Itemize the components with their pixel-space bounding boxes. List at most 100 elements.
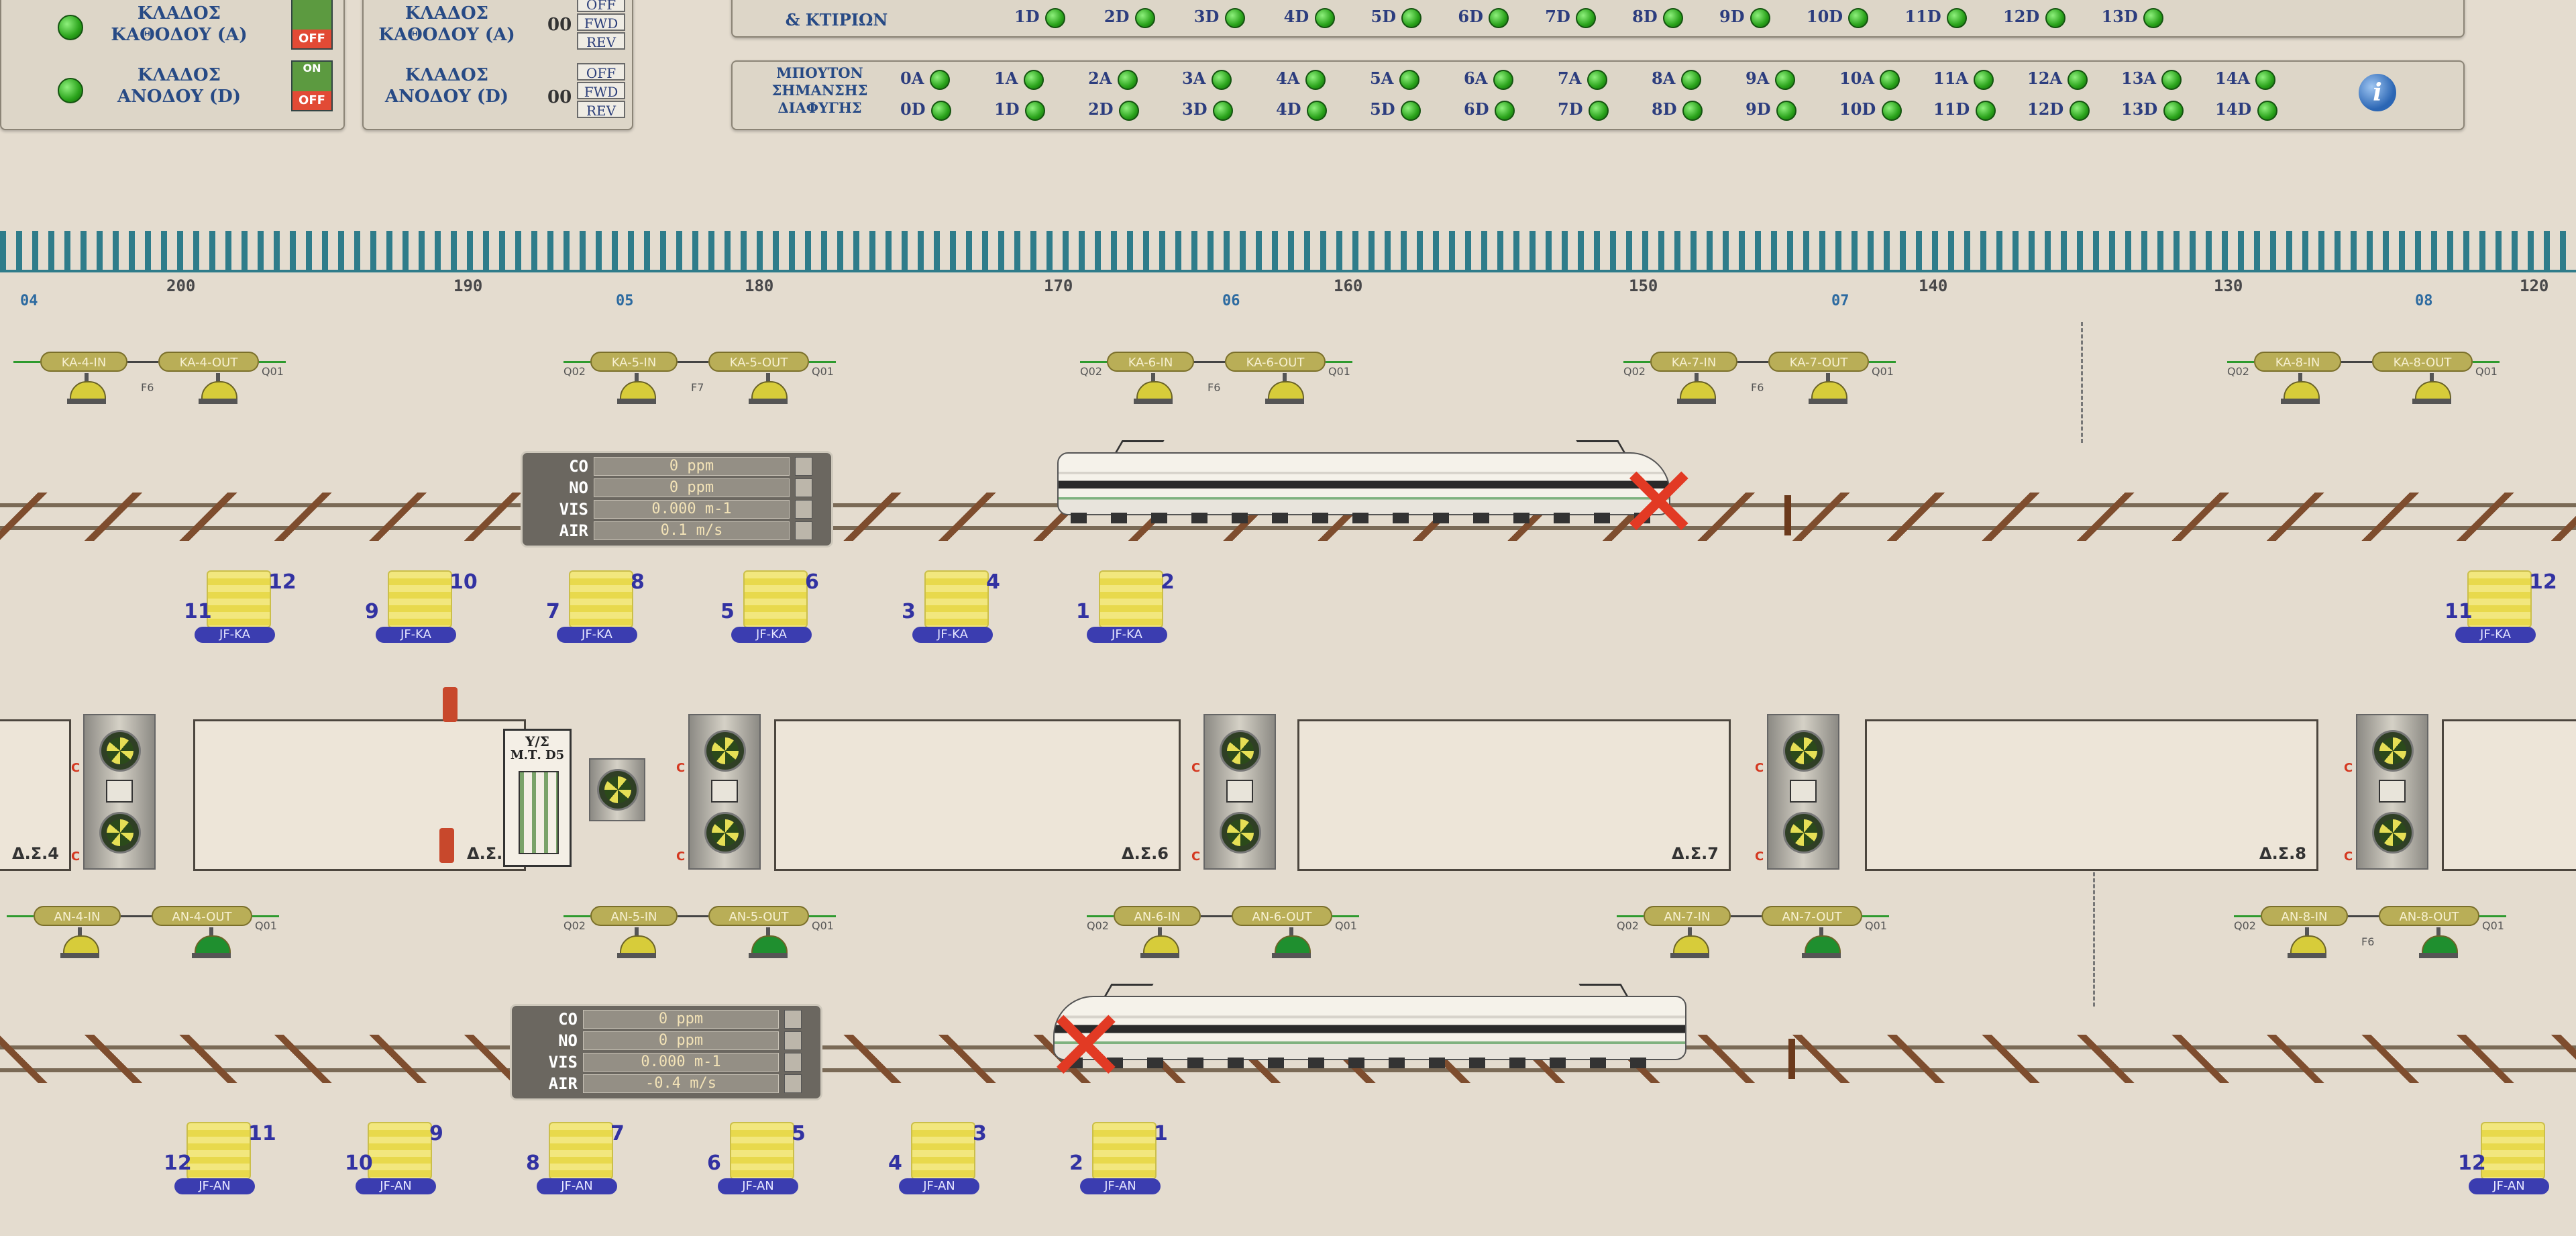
train-upper[interactable] [1057,440,1681,529]
escape-button-d[interactable]: 4D [1276,99,1360,121]
jet-fan-unit[interactable]: JF-KA [912,570,993,646]
jet-fan-unit[interactable]: JF-AN [2469,1122,2549,1197]
jet-fan-unit[interactable]: JF-KA [376,570,456,646]
escape-button-a[interactable]: 3A [1182,68,1267,90]
escape-button-d[interactable]: 13D [2121,99,2206,121]
jet-fan-unit[interactable]: JF-KA [195,570,275,646]
escape-button-a[interactable]: 9A [1746,68,1830,90]
station-box[interactable] [1865,719,2318,871]
escape-button-top[interactable]: 6D [1458,7,1509,28]
lamp-stem [2305,927,2309,937]
escape-button-d[interactable]: 3D [1182,99,1267,121]
escape-button-d[interactable]: 7D [1558,99,1642,121]
station-box[interactable] [0,719,71,871]
lamp-stem [635,373,639,382]
station-box[interactable] [774,719,1181,871]
fire-valve-icon [439,828,454,863]
escape-button-a[interactable]: 12A [2027,68,2112,90]
no-scroll[interactable] [784,1031,802,1050]
escape-button-a[interactable]: 1A [994,68,1079,90]
branch-a-rev-button[interactable]: REV [577,32,625,50]
jet-fan-unit[interactable]: JF-KA [731,570,812,646]
escape-button-top[interactable]: 2D [1104,7,1155,28]
escape-button-top[interactable]: 10D [1807,7,1869,28]
lamp-connector [2234,915,2261,917]
escape-button-a[interactable]: 13A [2121,68,2206,90]
escape-button-top[interactable]: 11D [1904,7,1968,28]
branch-a-fwd-button[interactable]: FWD [577,13,625,32]
jet-fan-unit[interactable]: JF-AN [718,1122,798,1197]
jet-fan-unit[interactable]: JF-AN [174,1122,255,1197]
escape-button-d[interactable]: 11D [1933,99,2018,121]
ventilation-fan-unit[interactable] [2356,714,2428,870]
escape-button-d[interactable]: 8D [1652,99,1736,121]
air-scroll[interactable] [795,521,812,540]
info-icon[interactable]: i [2359,74,2396,111]
station-box[interactable] [193,719,526,871]
escape-button-a[interactable]: 2A [1088,68,1173,90]
escape-button-a[interactable]: 8A [1652,68,1736,90]
jet-fan-unit[interactable]: JF-AN [899,1122,979,1197]
escape-button-d[interactable]: 9D [1746,99,1830,121]
station-box[interactable] [2442,719,2576,871]
jet-fan-unit[interactable]: JF-KA [1087,570,1167,646]
ventilation-fan-unit[interactable] [1203,714,1276,870]
vis-scroll[interactable] [795,500,812,519]
escape-button-top[interactable]: 4D [1284,7,1335,28]
escape-button-top[interactable]: 12D [2003,7,2065,28]
escape-button-top[interactable]: 3D [1194,7,1245,28]
escape-button-d[interactable]: 14D [2215,99,2300,121]
escape-button-top[interactable]: 7D [1545,7,1597,28]
lamp-connector [2341,361,2372,363]
transformer-fan-unit[interactable] [589,758,645,821]
escape-button-a[interactable]: 14A [2215,68,2300,90]
escape-button-a[interactable]: 5A [1370,68,1454,90]
jet-fan-unit[interactable]: JF-AN [537,1122,617,1197]
branch-a-off-button[interactable]: OFF [577,0,625,13]
lamp-base [1802,953,1841,958]
escape-button-d[interactable]: 12D [2027,99,2112,121]
escape-button-d[interactable]: 1D [994,99,1079,121]
jet-fan-tag: JF-AN [174,1178,255,1194]
branch-d-rev-button[interactable]: REV [577,101,625,119]
escape-button-led [1750,7,1770,28]
air-scroll[interactable] [784,1074,802,1093]
escape-button-d[interactable]: 6D [1464,99,1548,121]
branch-d-fwd-button[interactable]: FWD [577,82,625,100]
escape-button-top[interactable]: 8D [1632,7,1683,28]
no-scroll[interactable] [795,478,812,497]
escape-button-a[interactable]: 7A [1558,68,1642,90]
branch-d-off-button[interactable]: OFF [577,63,625,81]
escape-button-a[interactable]: 11A [1933,68,2018,90]
ventilation-lamp-icon [2281,373,2320,407]
ventilation-fan-unit[interactable] [83,714,156,870]
branch-a-toggle-switch[interactable]: OFF [291,0,333,50]
train-lower[interactable] [1046,984,1690,1075]
escape-button-a[interactable]: 6A [1464,68,1548,90]
co-scroll[interactable] [784,1010,802,1029]
escape-button-top[interactable]: 13D [2102,7,2164,28]
escape-button-led [2045,7,2065,28]
co-scroll[interactable] [795,457,812,476]
escape-button-d[interactable]: 2D [1088,99,1173,121]
escape-button-a[interactable]: 0A [900,68,985,90]
escape-button-d[interactable]: 5D [1370,99,1454,121]
jet-fan-unit[interactable]: JF-AN [1080,1122,1161,1197]
escape-button-d[interactable]: 0D [900,99,985,121]
jet-fan-unit[interactable]: JF-KA [2455,570,2536,646]
station-box[interactable] [1297,719,1731,871]
escape-button-a[interactable]: 4A [1276,68,1360,90]
escape-button-top[interactable]: 1D [1014,7,1065,28]
escape-button-d[interactable]: 10D [1839,99,1924,121]
escape-button-a[interactable]: 10A [1839,68,1924,90]
jet-fan-unit[interactable]: JF-AN [356,1122,436,1197]
ventilation-fan-unit[interactable] [688,714,761,870]
escape-button-top[interactable]: 5D [1371,7,1422,28]
vis-scroll[interactable] [784,1053,802,1072]
jet-fan-unit[interactable]: JF-KA [557,570,637,646]
escape-button-top[interactable]: 9D [1719,7,1770,28]
fan-icon [704,812,746,854]
branch-d-toggle-switch[interactable]: ON OFF [291,60,333,111]
ventilation-fan-unit[interactable] [1767,714,1839,870]
substation-box[interactable]: Υ/Σ Μ.Τ. D5 [503,729,572,867]
